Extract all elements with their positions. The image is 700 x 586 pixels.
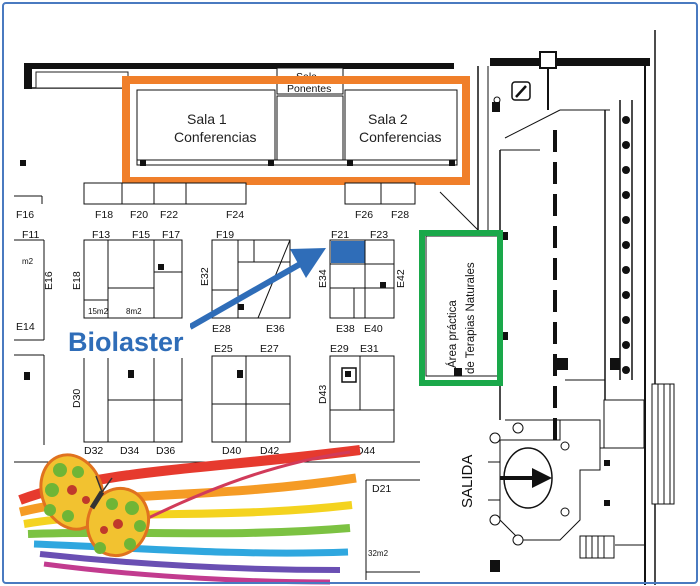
sala2-subtitle: Conferencias (359, 129, 442, 145)
stand-F22: F22 (160, 209, 178, 221)
stand-F26: F26 (355, 209, 373, 221)
sala1-subtitle: Conferencias (174, 129, 257, 145)
stand-D40: D40 (222, 445, 241, 457)
stand-block-6: E29 E31 D43 D44 (317, 343, 395, 457)
stand-D34: D34 (120, 445, 139, 457)
area-32m2: 32m2 (368, 549, 389, 558)
butterfly-logo (18, 445, 361, 585)
stand-F20: F20 (130, 209, 148, 221)
stand-E31: E31 (360, 343, 379, 355)
stand-E36: E36 (266, 323, 285, 335)
sala-ponentes-sublabel: Ponentes (287, 83, 331, 95)
stand-F18: F18 (95, 209, 113, 221)
stand-D43: D43 (317, 385, 329, 404)
stand-block-3: F21 F23 E34 E42 E38 E40 (317, 229, 407, 335)
stand-F17: F17 (162, 229, 180, 241)
stand-F13: F13 (92, 229, 110, 241)
pen-sign-icon (511, 81, 531, 101)
stand-D44: D44 (356, 445, 375, 457)
area-m2: m2 (22, 257, 34, 266)
stand-row-f-top: F16 F18 F20 F22 F24 F26 F28 (16, 182, 416, 221)
stand-D30: D30 (71, 389, 83, 408)
stand-E42: E42 (395, 269, 407, 288)
stand-block-5: E25 E27 D40 D42 (211, 343, 291, 457)
stand-F19: F19 (216, 229, 234, 241)
stand-F16: F16 (16, 209, 34, 221)
stand-E38: E38 (336, 323, 355, 335)
stand-E34: E34 (317, 269, 329, 288)
conference-highlight (122, 76, 470, 185)
stand-block-2: F19 E32 E28 E36 (199, 229, 291, 335)
stand-E16: E16 (43, 271, 55, 290)
stand-E18: E18 (71, 271, 83, 290)
stand-E32: E32 (199, 267, 211, 286)
callout-label: Biolaster (68, 327, 184, 357)
zone-label-line1: Área práctica (446, 300, 459, 368)
stand-D42: D42 (260, 445, 279, 457)
stand-F21: F21 (331, 229, 349, 241)
exit-label: SALIDA (459, 455, 476, 508)
stand-E40: E40 (364, 323, 383, 335)
stand-F24: F24 (226, 209, 244, 221)
stand-E27: E27 (260, 343, 279, 355)
stand-F28: F28 (391, 209, 409, 221)
area-8m2: 8m2 (126, 307, 142, 316)
stand-D32: D32 (84, 445, 103, 457)
stand-D21: D21 (372, 483, 391, 495)
exit-arrow-icon (500, 468, 552, 488)
top-wall (24, 30, 656, 585)
natural-therapies-area: Área práctica de Terapias Naturales (419, 230, 503, 386)
area-15m2: 15m2 (88, 307, 109, 316)
conference-rooms: Sala 1 Conferencias Sala 2 Conferencias (122, 76, 470, 185)
sala1-title: Sala 1 (187, 111, 227, 127)
stand-block-1: F11 F13 F15 F17 15m2 8m2 m2 E14 E16 E18 (16, 229, 183, 333)
stand-block-4: D30 D32 D34 D36 (71, 355, 183, 457)
sala2-title: Sala 2 (368, 111, 408, 127)
callout-bg (64, 320, 190, 358)
left-wall (14, 160, 45, 445)
stand-E25: E25 (214, 343, 233, 355)
stand-D36: D36 (156, 445, 175, 457)
stand-E14: E14 (16, 321, 35, 333)
stand-F15: F15 (132, 229, 150, 241)
natural-area-highlight (419, 230, 503, 386)
stand-F11: F11 (22, 229, 39, 241)
zone-label-line2: de Terapias Naturales (465, 262, 477, 374)
stand-f21-highlight (331, 241, 365, 263)
right-architecture (439, 96, 675, 505)
stand-E28: E28 (212, 323, 231, 335)
stand-F23: F23 (370, 229, 388, 241)
stand-E29: E29 (330, 343, 349, 355)
callout-arrow (188, 248, 326, 330)
